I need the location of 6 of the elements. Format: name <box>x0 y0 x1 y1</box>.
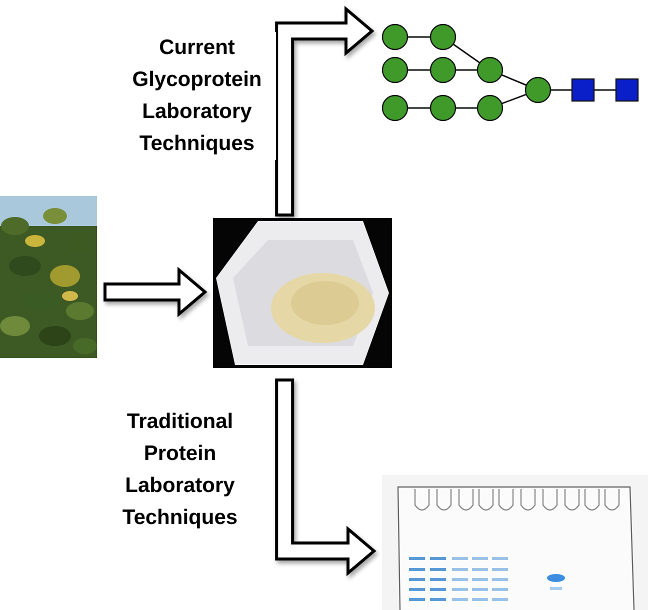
block-arrow <box>275 378 376 576</box>
block-arrow <box>275 6 374 216</box>
plant-photo-placeholder <box>0 196 97 358</box>
powder-photo-placeholder <box>213 218 392 368</box>
block-arrow <box>104 266 208 318</box>
gel-photo-placeholder <box>382 475 648 610</box>
